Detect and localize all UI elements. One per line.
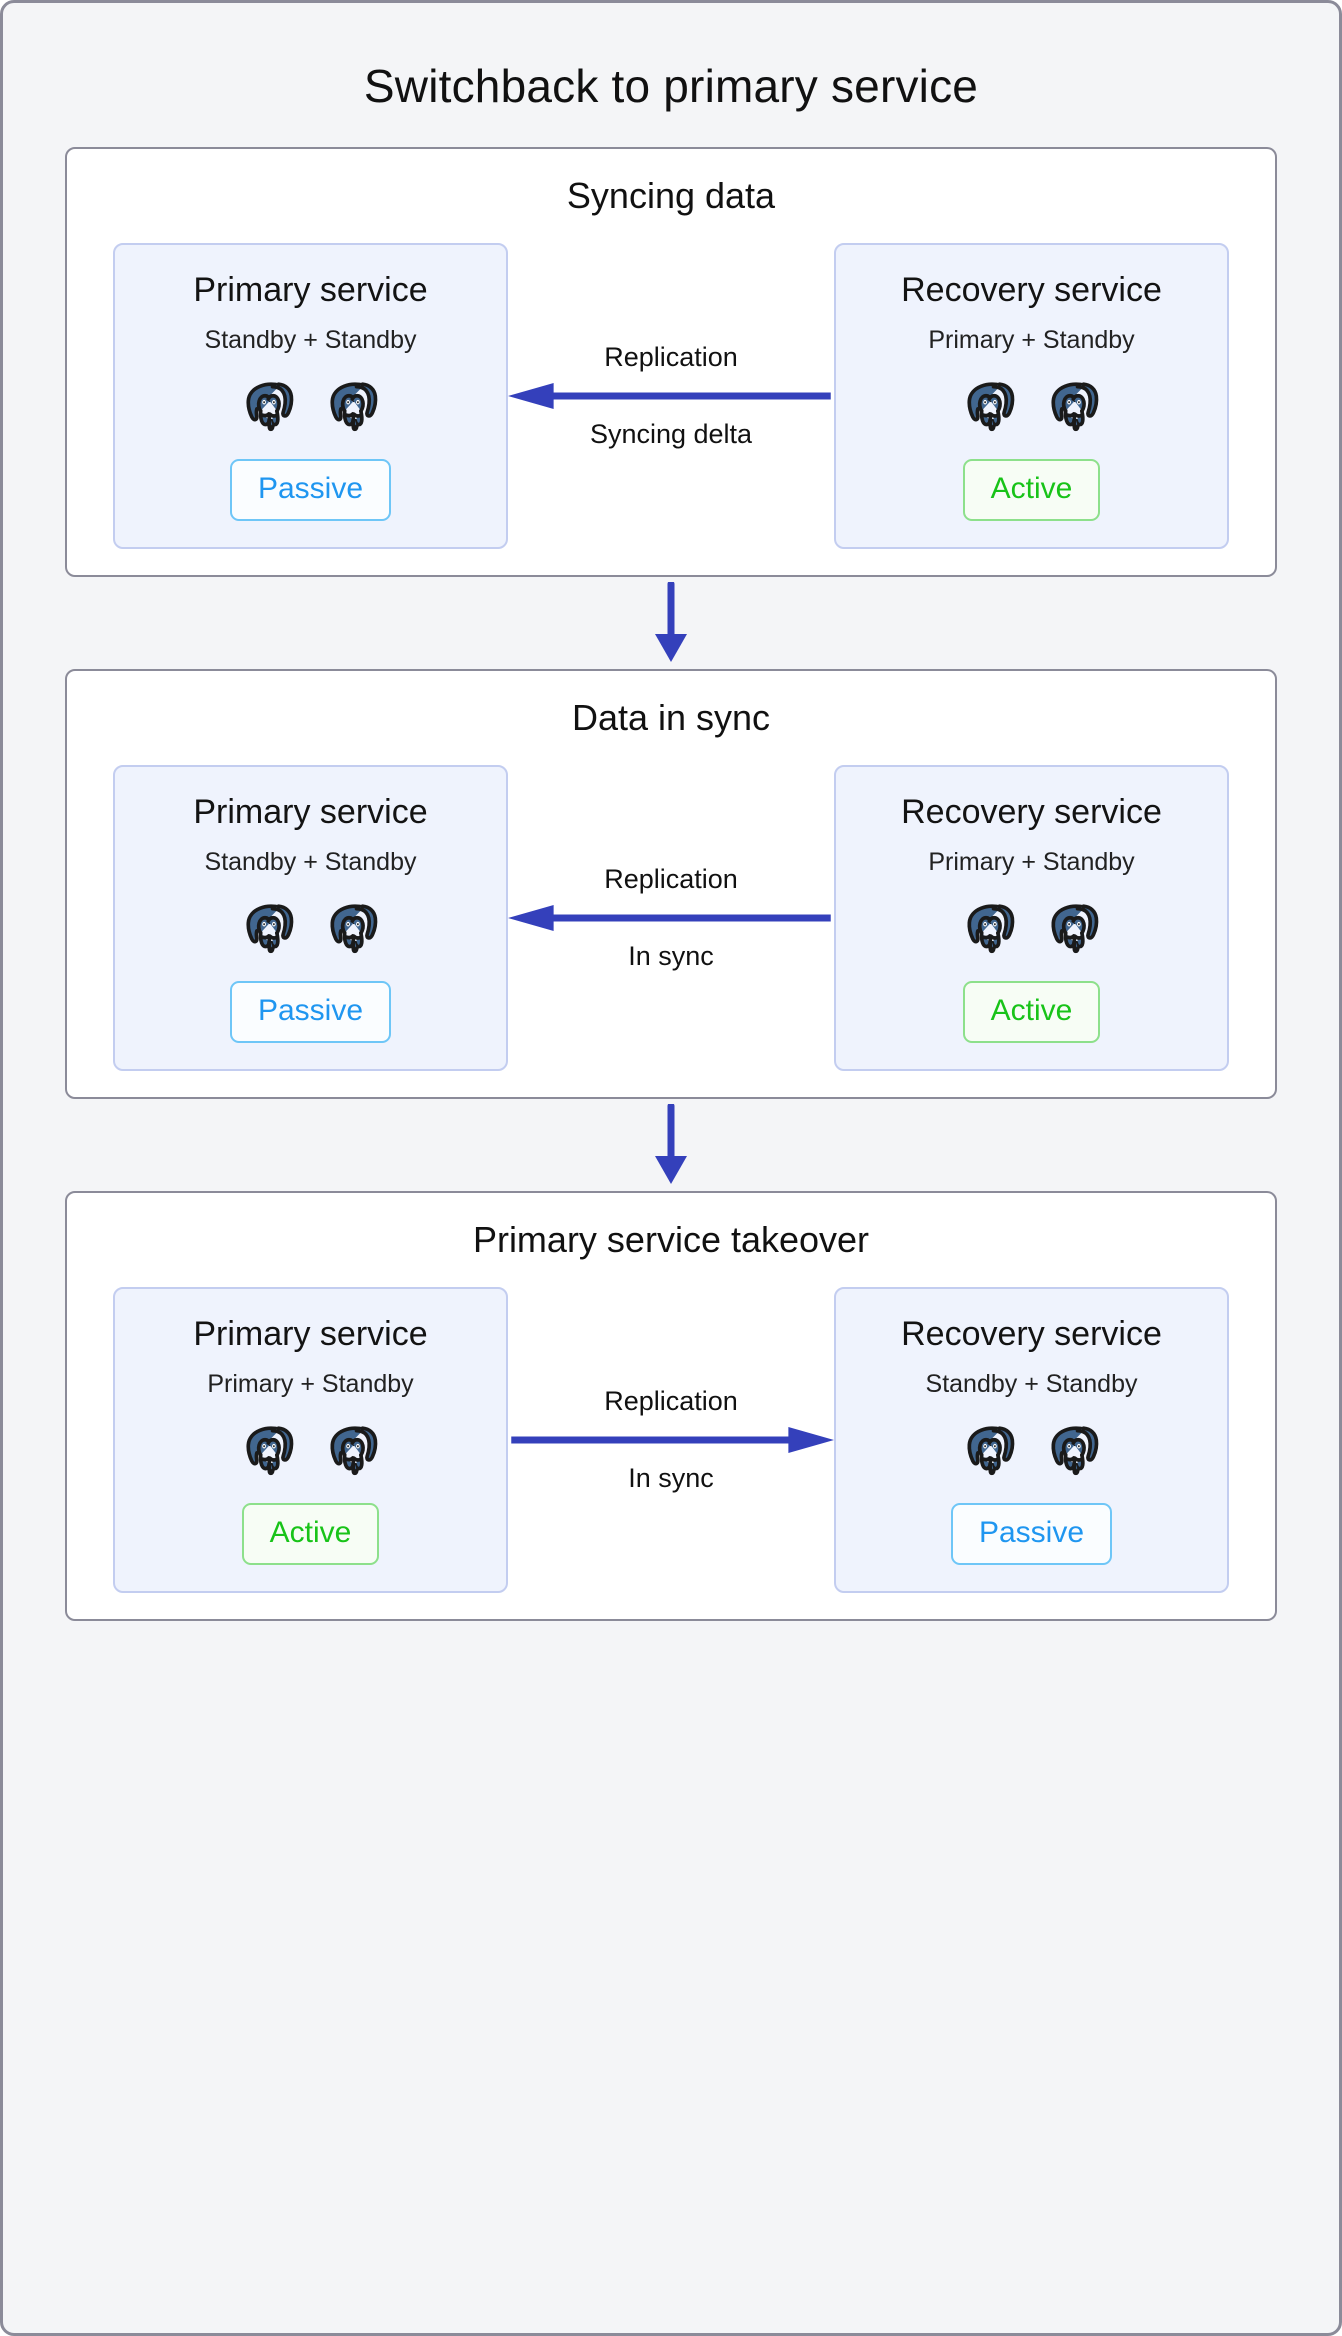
postgresql-elephant-icon (325, 899, 381, 955)
replication-bottom-label: In sync (628, 941, 714, 972)
replication-top-label: Replication (604, 1386, 738, 1417)
postgresql-elephant-icon (962, 377, 1018, 433)
postgresql-elephant-icon (241, 1421, 297, 1477)
postgresql-elephant-icon (241, 377, 297, 433)
replication-link-2: Replication In sync (508, 765, 834, 1071)
replication-link-1: Replication Syncing delta (508, 243, 834, 549)
node-group (241, 377, 381, 433)
service-roles: Standby + Standby (204, 848, 417, 877)
status-badge: Passive (229, 459, 392, 522)
service-name: Recovery service (901, 793, 1162, 832)
service-roles: Primary + Standby (928, 326, 1135, 355)
node-group (241, 899, 381, 955)
postgresql-elephant-icon (241, 899, 297, 955)
replication-arrow-left-icon (508, 381, 834, 411)
postgresql-elephant-icon (1046, 377, 1102, 433)
replication-top-label: Replication (604, 864, 738, 895)
replication-top-label: Replication (604, 342, 738, 373)
postgresql-elephant-icon (1046, 899, 1102, 955)
stage-connector-2 (65, 1099, 1277, 1191)
page-title: Switchback to primary service (363, 60, 979, 112)
postgresql-elephant-icon (325, 377, 381, 433)
replication-link-3: Replication In sync (508, 1287, 834, 1593)
replication-bottom-label: Syncing delta (589, 419, 753, 450)
status-badge: Passive (229, 981, 392, 1044)
arrow-down-icon (648, 582, 694, 664)
arrow-down-icon (648, 1104, 694, 1186)
stage-panel-3: Primary service takeover Primary service… (65, 1191, 1277, 1622)
postgresql-elephant-icon (962, 899, 1018, 955)
service-card-recovery-3[interactable]: Recovery service Standby + Standby Passi… (834, 1287, 1229, 1594)
stage-title-1: Syncing data (566, 175, 776, 216)
service-card-primary-2[interactable]: Primary service Standby + Standby Passiv… (113, 765, 508, 1072)
stage-panel-2: Data in sync Primary service Standby + S… (65, 669, 1277, 1100)
service-card-primary-3[interactable]: Primary service Primary + Standby Active (113, 1287, 508, 1594)
stage-title-3: Primary service takeover (472, 1219, 870, 1261)
service-roles: Standby + Standby (925, 1370, 1138, 1399)
postgresql-elephant-icon (325, 1421, 381, 1477)
status-badge: Active (241, 1503, 380, 1566)
stage-panel-1: Syncing data Primary service Standby + S… (65, 147, 1277, 578)
status-badge: Active (962, 981, 1101, 1044)
replication-arrow-right-icon (508, 1425, 834, 1455)
node-group (962, 899, 1102, 955)
postgresql-elephant-icon (962, 1421, 1018, 1477)
service-roles: Primary + Standby (207, 1370, 414, 1399)
service-name: Recovery service (901, 1315, 1162, 1354)
node-group (241, 1421, 381, 1477)
service-card-recovery-1[interactable]: Recovery service Primary + Standby Activ… (834, 243, 1229, 550)
replication-arrow-left-icon (508, 903, 834, 933)
status-badge: Passive (950, 1503, 1113, 1566)
service-name: Primary service (193, 793, 428, 832)
node-group (962, 377, 1102, 433)
stage-body-2: Primary service Standby + Standby Passiv… (67, 765, 1275, 1072)
service-name: Primary service (193, 271, 428, 309)
service-roles: Standby + Standby (204, 326, 417, 355)
replication-bottom-label: In sync (628, 1463, 714, 1494)
service-name: Recovery service (901, 271, 1162, 309)
stage-body-1: Primary service Standby + Standby Passiv… (67, 243, 1275, 550)
postgresql-elephant-icon (1046, 1421, 1102, 1477)
service-roles: Primary + Standby (928, 848, 1135, 877)
node-group (962, 1421, 1102, 1477)
stage-body-3: Primary service Primary + Standby Active… (67, 1287, 1275, 1594)
service-card-primary-1[interactable]: Primary service Standby + Standby Passiv… (113, 243, 508, 550)
service-card-recovery-2[interactable]: Recovery service Primary + Standby Activ… (834, 765, 1229, 1072)
stage-connector-1 (65, 577, 1277, 669)
service-name: Primary service (193, 1315, 428, 1354)
stage-title-2: Data in sync (571, 697, 771, 739)
status-badge: Active (962, 459, 1101, 522)
